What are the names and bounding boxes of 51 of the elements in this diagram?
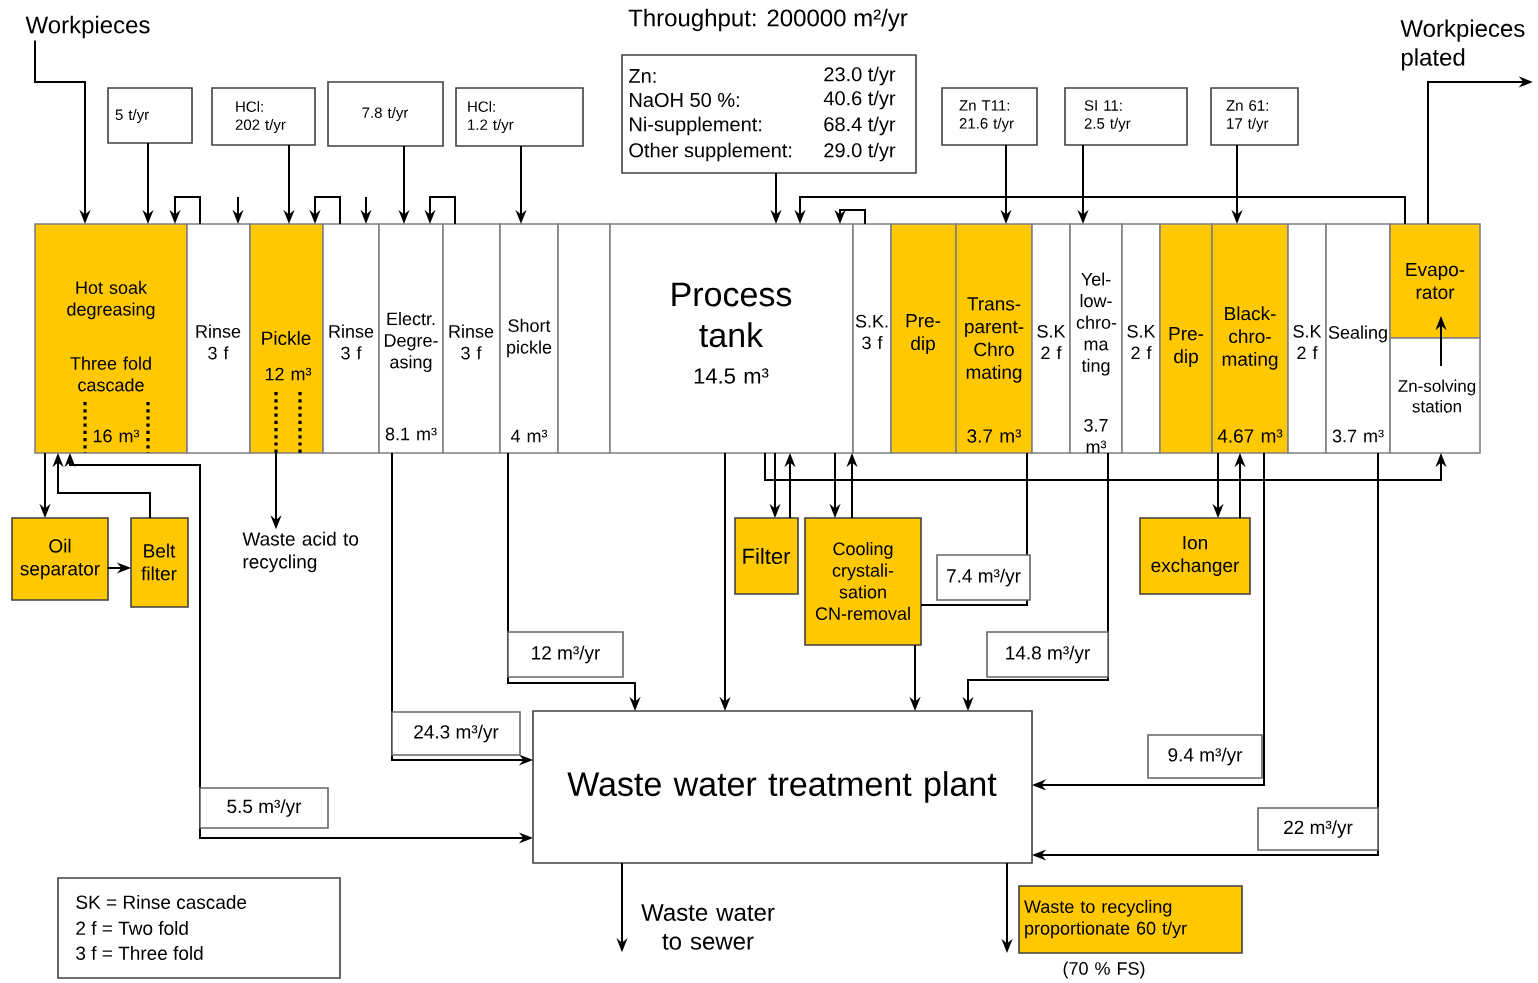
supply-box: 5 t/yr	[107, 87, 193, 144]
equipment-box: Oil separator	[11, 517, 109, 601]
supply-box: Zn T11: 21.6 t/yr	[941, 87, 1038, 146]
equipment-box: Filter	[734, 517, 799, 595]
tank: Pickle 12 m³	[249, 223, 324, 454]
tank: Pre- dip	[1159, 223, 1213, 454]
heading-text: Throughput: 200000 m²/yr	[628, 8, 908, 32]
key-text: 2 f = Two fold	[76, 921, 188, 935]
tank: Zn-solving station	[1389, 337, 1481, 454]
supply-box: Zn 61: 17 t/yr	[1210, 87, 1299, 146]
tank: S.K 2 f	[1287, 223, 1327, 454]
edge-label: 9.4 m³/yr	[1147, 734, 1263, 779]
tank: Pre- dip	[890, 223, 957, 454]
edge-label: 22 m³/yr	[1257, 807, 1379, 851]
recycling-box: Waste to recycling proportionate 60 t/yr	[1018, 885, 1243, 954]
equipment-box: Belt filter	[130, 517, 189, 608]
text-label: Workpieces plated	[1400, 19, 1525, 71]
tank: S.K. 3 f	[852, 223, 892, 454]
tank	[557, 223, 611, 454]
edge-label: 7.4 m³/yr	[936, 554, 1031, 601]
key-text: 3 f = Three fold	[76, 946, 203, 960]
tank: S.K 2 f	[1121, 223, 1161, 454]
tank: Electr. Degre- asing 8.1 m³	[378, 223, 444, 454]
equipment-box: Ion exchanger	[1139, 517, 1251, 595]
key-text: SK = Rinse cascade	[76, 895, 247, 909]
edge-label: 12 m³/yr	[507, 631, 624, 678]
tank: Evapo- rator	[1389, 223, 1481, 339]
tank: Rinse 3 f	[186, 223, 251, 454]
tank: Short pickle 4 m³	[499, 223, 559, 454]
tank: Yel- low- chro- ma ting 3.7 m³	[1069, 223, 1123, 454]
treatment-plant-box: Waste water treatment plant	[532, 710, 1033, 864]
supply-box: SI 11: 2.5 t/yr	[1064, 87, 1188, 146]
supply-box: HCl: 1.2 t/yr	[455, 87, 584, 147]
tank: Rinse 3 f	[442, 223, 501, 454]
edge-label: 5.5 m³/yr	[199, 787, 329, 829]
edge-label: 24.3 m³/yr	[391, 711, 521, 756]
note-text: (70 % FS)	[1063, 961, 1145, 979]
text-label: Waste water to sewer	[641, 904, 775, 950]
text-label: Workpieces	[25, 15, 150, 39]
tank: Hot soak degreasing Three fold cascade 16 m³	[34, 223, 188, 454]
supply-box: 7.8 t/yr	[327, 81, 444, 147]
tank: Trans- parent- Chro mating 3.7 m³	[955, 223, 1033, 454]
equipment-box: Cooling crystali- sation CN-removal	[804, 517, 922, 646]
tank: S.K 2 f	[1031, 223, 1071, 454]
tank: Black- chro- mating 4.67 m³	[1211, 223, 1289, 454]
supply-box: Zn: 23.0 t/yr NaOH 50 %: 40.6 t/yr Ni-supplement: 68.4 t/yr Other supplement: 29.0 t/yr	[621, 54, 917, 174]
edge-label: 14.8 m³/yr	[986, 631, 1109, 678]
tank: Sealing 3.7 m³	[1325, 223, 1391, 454]
text-label: Waste acid to recycling	[242, 531, 359, 573]
supply-box: HCl: 202 t/yr	[211, 87, 316, 146]
tank: Rinse 3 f	[322, 223, 380, 454]
